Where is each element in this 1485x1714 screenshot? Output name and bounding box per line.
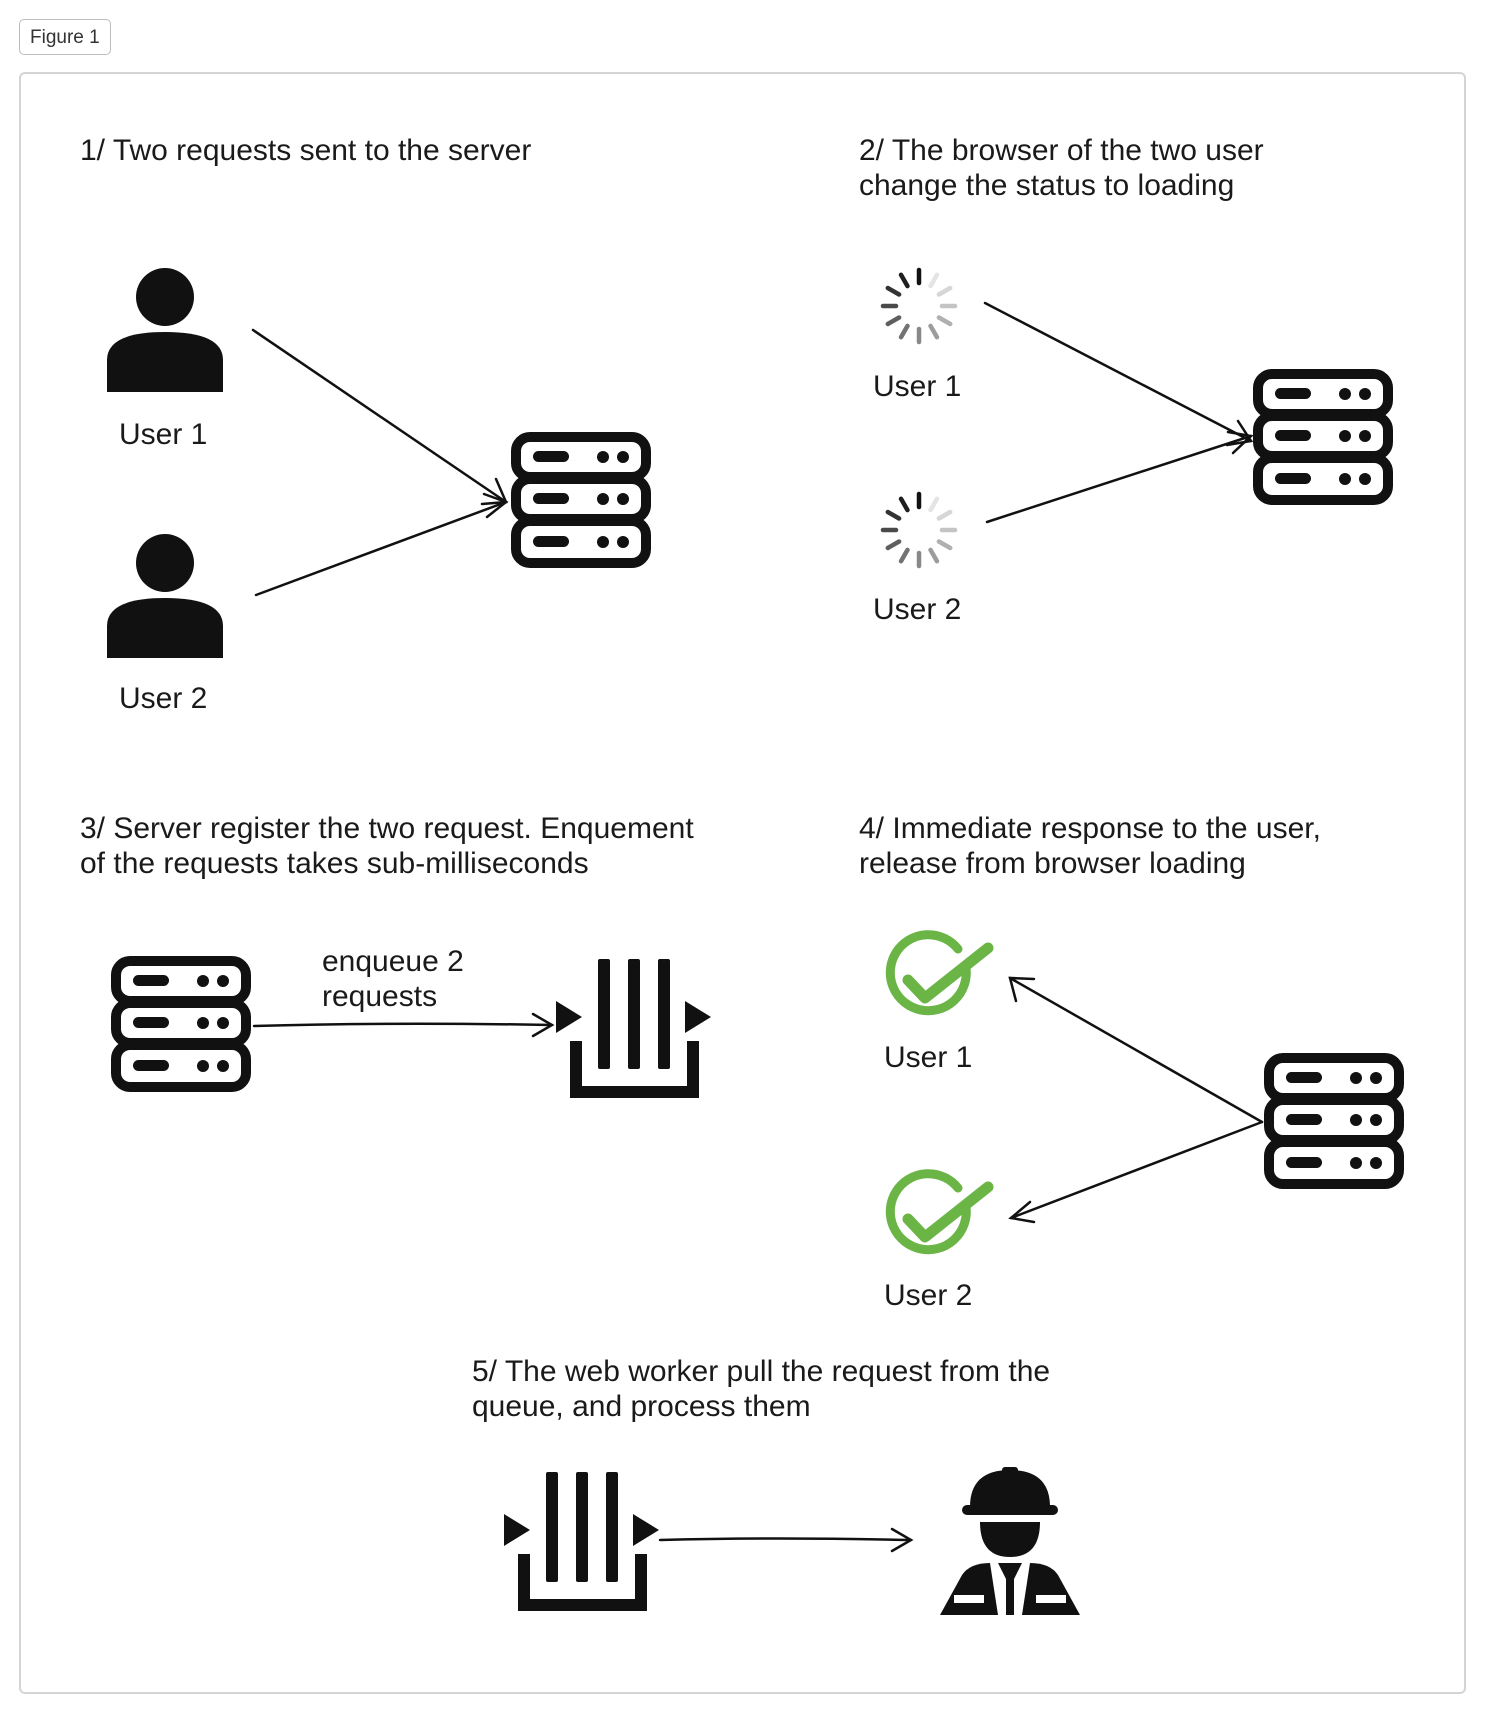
user-icon [107,268,223,392]
step2-user1-label: User 1 [873,370,962,403]
queue-icon [556,959,711,1092]
arrow [251,328,508,504]
arrow-head [1008,976,1036,1003]
arrow [983,301,1253,443]
arrow [1008,976,1264,1124]
step-4-caption: 4/ Immediate response to the user, relea… [859,812,1321,880]
queue-icon [504,1472,659,1605]
check-circle-icon [890,1174,988,1250]
figure-frame [19,72,1466,1694]
user-icon [107,534,223,658]
step-1-caption: 1/ Two requests sent to the server [80,134,532,167]
spinner-icon [883,494,955,566]
arrow [1009,1120,1264,1220]
server-icon [1258,374,1388,500]
step-5-caption: 5/ The web worker pull the request from … [472,1355,1051,1423]
server-icon [516,437,646,563]
figure-tab[interactable]: Figure 1 [19,19,111,55]
step1-user1-label: User 1 [119,418,208,451]
server-icon [116,961,246,1087]
arrow [985,434,1253,524]
arrow-head [1225,419,1254,447]
step2-user2-label: User 2 [873,593,962,626]
server-icon [1269,1058,1399,1184]
step-3-caption: 3/ Server register the two request. Enqu… [80,812,694,880]
arrow-head [890,1527,914,1553]
arrow-head [482,492,509,519]
worker-icon [940,1467,1080,1615]
step1-user2-label: User 2 [119,682,208,715]
spinner-icon [883,270,955,342]
arrow-head [1226,430,1254,455]
step-2-caption: 2/ The browser of the two user change th… [859,134,1264,202]
step4-user2-label: User 2 [884,1279,973,1312]
arrow [658,1537,913,1542]
arrow-head [1008,1200,1036,1224]
step4-user1-label: User 1 [884,1041,973,1074]
arrow-head [531,1012,555,1038]
arrow [252,1022,554,1028]
enqueue-label: enqueue 2 requests [322,945,464,1013]
arrow [254,500,508,597]
check-circle-icon [890,935,988,1011]
